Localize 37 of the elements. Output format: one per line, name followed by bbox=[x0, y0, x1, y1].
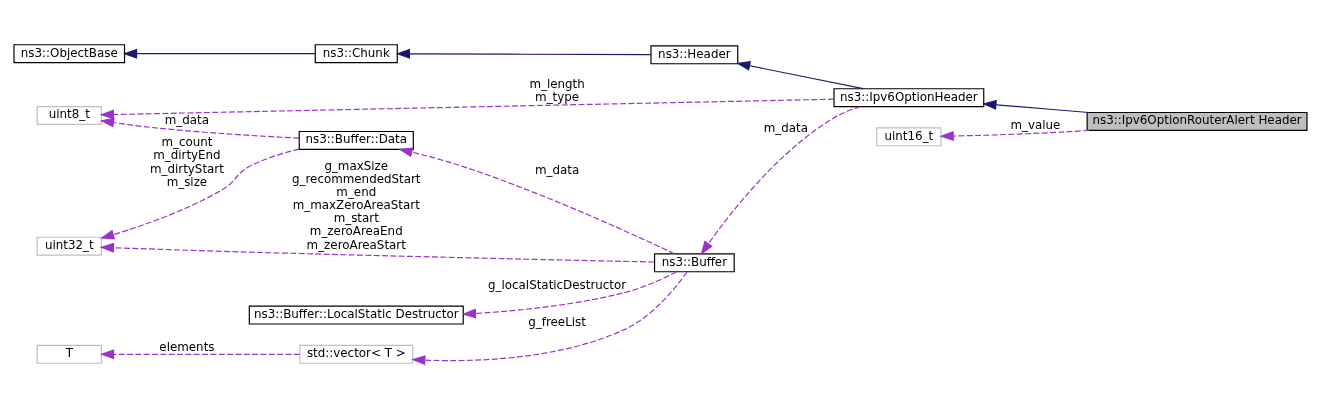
arrow bbox=[122, 48, 316, 59]
node-box: std::vector< T > bbox=[299, 344, 414, 364]
arrow bbox=[736, 60, 864, 89]
edge-label: m_value bbox=[1010, 117, 1061, 132]
edge-label: g_localStaticDestructor bbox=[488, 277, 627, 292]
arrow bbox=[939, 129, 1090, 141]
arrow bbox=[461, 270, 677, 318]
edge-label: elements bbox=[159, 339, 215, 354]
node-box: ns3::Buffer::Data bbox=[298, 130, 414, 150]
arrow bbox=[99, 98, 835, 120]
node-box: ns3::Buffer bbox=[653, 252, 735, 272]
arrow bbox=[99, 348, 301, 359]
node-box: ns3::Ipv6OptionRouterAlert Header bbox=[1086, 111, 1308, 131]
node-box: ns3::Buffer::LocalStatic Destructor bbox=[248, 305, 464, 325]
node-box: ns3::Header bbox=[650, 44, 739, 64]
arrow bbox=[411, 271, 688, 365]
arrow bbox=[982, 99, 1090, 113]
edge-label: m_data bbox=[534, 162, 580, 177]
arrow bbox=[100, 148, 300, 239]
arrow bbox=[398, 146, 676, 254]
arrow bbox=[99, 242, 655, 263]
edge-label: m_data bbox=[763, 120, 809, 135]
node-box: uint32_t bbox=[36, 236, 102, 256]
node-box: ns3::Chunk bbox=[314, 43, 398, 63]
edge-label: m_count m_dirtyEnd m_dirtyStart m_size bbox=[149, 134, 224, 189]
node-box: T bbox=[36, 344, 102, 364]
arrow bbox=[700, 105, 861, 255]
edge-label: m_data bbox=[164, 112, 210, 127]
arrow bbox=[395, 48, 652, 59]
arrow bbox=[99, 117, 300, 139]
edge-label: m_length m_type bbox=[529, 76, 585, 104]
node-box: ns3::ObjectBase bbox=[13, 43, 126, 63]
edge-label: g_maxSize g_recommendedStart m_end m_maxZeroAreaStart m_start m_zeroAreaEnd m_zeroAreaStart bbox=[291, 158, 421, 252]
node-box: uint16_t bbox=[876, 126, 942, 146]
node-box: ns3::Ipv6OptionHeader bbox=[833, 87, 985, 107]
node-box: uint8_t bbox=[36, 105, 102, 125]
edge-label: g_freeList bbox=[528, 314, 586, 329]
